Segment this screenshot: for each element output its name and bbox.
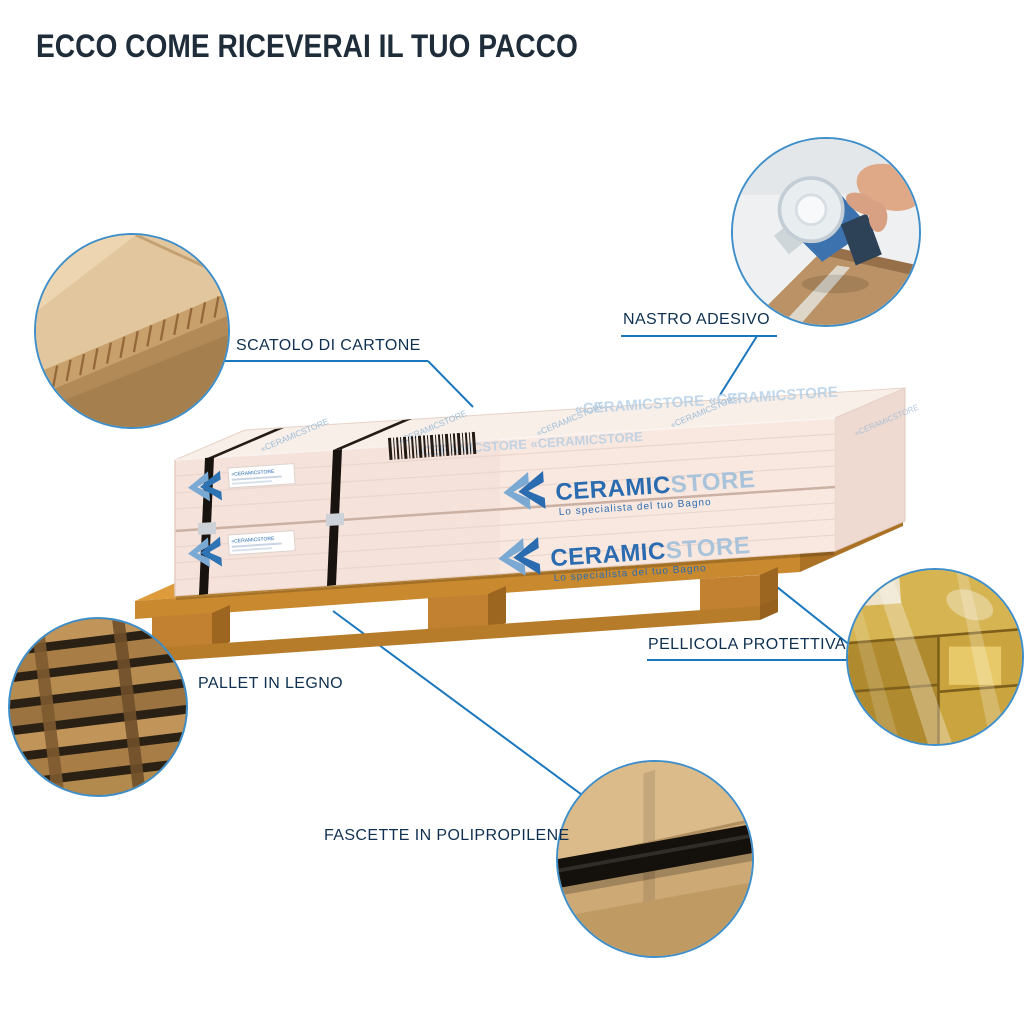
label-pallet: PALLET IN LEGNO	[198, 675, 344, 692]
strap-left-clip	[198, 522, 216, 535]
film-glare	[848, 570, 1009, 744]
callout-circle-pallet	[8, 617, 188, 797]
corrugation-stripes	[38, 296, 220, 393]
strap-band	[558, 824, 752, 889]
box-mid-seam	[174, 485, 836, 533]
brand-chevron-icon	[503, 471, 546, 510]
strap-right-top	[333, 419, 412, 450]
brand-chevron-icon	[188, 536, 222, 568]
tape-dispenser-photo	[733, 139, 919, 325]
svg-text:«CERAMICSTORE: «CERAMICSTORE	[231, 469, 275, 478]
brand-logo-2: CERAMICSTORE Lo specialista del tuo Bagn…	[498, 532, 751, 584]
cardboard-corner-photo	[36, 235, 228, 427]
pallet-bottom-rail-side	[760, 598, 778, 620]
page-title: ECCO COME RICEVERAI IL TUO PACCO	[36, 28, 578, 64]
strap-right-clip	[326, 513, 344, 526]
tape-strip	[781, 265, 851, 325]
wooden-pallet-photo	[10, 619, 186, 795]
strap-left-top	[205, 428, 284, 459]
label-cardboard: SCATOLO DI CARTONE	[236, 337, 421, 354]
shipping-label-2: «CERAMICSTORE	[227, 530, 296, 556]
label-film: PELLICOLA PROTETTIVA	[648, 636, 846, 653]
svg-text:«CERAMICSTORE: «CERAMICSTORE	[231, 536, 275, 545]
box-contact-shadow	[175, 551, 835, 600]
callout-circle-tape	[731, 137, 921, 327]
pallet-post	[29, 619, 68, 795]
stretch-film-photo	[848, 570, 1022, 744]
callout-circle-film	[846, 568, 1024, 746]
pallet-front-rail	[135, 554, 800, 619]
barcode	[388, 431, 477, 460]
label-tape: NASTRO ADESIVO	[623, 311, 770, 328]
box-top-front-edge-highlight	[174, 417, 836, 461]
pallet-post	[109, 619, 148, 795]
leader-tape-diagonal	[719, 335, 758, 396]
package-box-illustration: «CERAMICSTORE «CERAMICSTORE «CERAMICSTOR…	[174, 384, 920, 600]
box-seams	[848, 627, 1022, 744]
leader-cardboard-diagonal	[427, 360, 474, 408]
callout-circle-cardboard	[34, 233, 230, 429]
pallet-blocks	[152, 567, 778, 654]
label-straps: FASCETTE IN POLIPROPILENE	[324, 827, 570, 844]
strap-on-box-photo	[558, 762, 752, 956]
shipping-label-1: «CERAMICSTORE	[227, 463, 296, 489]
box-front-face-sheen	[500, 418, 835, 573]
pallet-bottom-rail	[152, 606, 760, 662]
brand-chevron-icon	[188, 470, 222, 502]
brand-chevron-icon	[498, 537, 541, 576]
callout-circle-straps	[556, 760, 754, 958]
box-under-tape	[747, 254, 919, 325]
